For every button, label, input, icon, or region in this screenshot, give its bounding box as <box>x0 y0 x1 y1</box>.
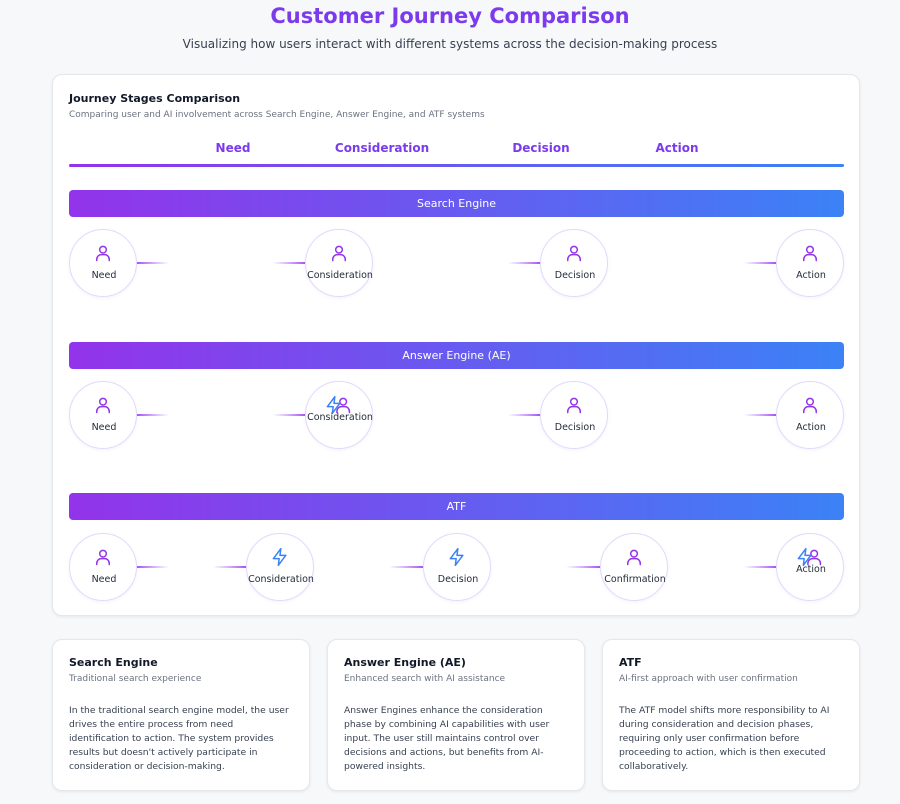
connector <box>508 414 540 416</box>
connector <box>137 262 169 264</box>
info-card-search-engine: Search Engine Traditional search experie… <box>52 639 310 791</box>
user-icon <box>800 395 820 415</box>
user-icon <box>93 395 113 415</box>
info-card-subtitle: Enhanced search with AI assistance <box>344 674 506 684</box>
user-icon <box>93 243 113 263</box>
journey-node: Action <box>776 381 844 449</box>
user-icon <box>800 243 820 263</box>
journey-node: Confirmation <box>600 533 668 601</box>
node-label: Confirmation <box>604 574 666 585</box>
node-label: Decision <box>554 422 596 433</box>
journey-node: Decision <box>540 229 608 297</box>
info-card-subtitle: AI-first approach with user confirmation <box>619 674 798 684</box>
info-card-body: Answer Engines enhance the consideration… <box>344 705 550 772</box>
connector <box>508 262 540 264</box>
info-card-answer-engine: Answer Engine (AE) Enhanced search with … <box>327 639 585 791</box>
journey-node: Decision <box>540 381 608 449</box>
user-icon <box>329 243 349 263</box>
stage-header-underline <box>69 164 844 167</box>
connector <box>744 566 776 568</box>
node-label: Consideration <box>307 412 373 423</box>
connector <box>213 566 246 568</box>
journey-node: Need <box>69 229 137 297</box>
journey-node: Need <box>69 381 137 449</box>
node-label: Consideration <box>307 270 373 281</box>
user-icon <box>564 395 584 415</box>
node-label: Action <box>796 564 826 575</box>
connector <box>566 566 600 568</box>
journey-node: Consideration <box>305 229 373 297</box>
node-label: Decision <box>554 270 596 281</box>
node-label: Decision <box>437 574 479 585</box>
user-icon <box>564 243 584 263</box>
node-label: Need <box>91 422 117 433</box>
card-title: Journey Stages Comparison <box>69 92 241 105</box>
user-icon <box>624 547 644 567</box>
user-icon <box>93 547 113 567</box>
journey-comparison-card: Journey Stages Comparison Comparing user… <box>52 74 860 616</box>
info-card-subtitle: Traditional search experience <box>69 674 202 684</box>
stage-header-consideration: Consideration <box>334 141 430 155</box>
journey-node: Consideration <box>305 381 373 449</box>
info-card-title: ATF <box>619 656 642 669</box>
stage-header-decision: Decision <box>512 141 570 155</box>
connector <box>273 414 305 416</box>
node-label: Need <box>91 270 117 281</box>
info-card-title: Search Engine <box>69 656 158 669</box>
card-subtitle: Comparing user and AI involvement across… <box>69 110 485 120</box>
stage-header-action: Action <box>655 141 699 155</box>
journey-node: Action <box>776 533 844 601</box>
page-title: Customer Journey Comparison <box>270 4 630 28</box>
journey-node: Consideration <box>246 533 314 601</box>
row-band-answer-engine: Answer Engine (AE) <box>69 342 844 369</box>
journey-node: Decision <box>423 533 491 601</box>
node-label: Need <box>91 574 117 585</box>
bolt-user-icon <box>795 547 825 567</box>
connector <box>273 262 305 264</box>
row-band-search-engine: Search Engine <box>69 190 844 217</box>
connector <box>744 414 776 416</box>
journey-node: Need <box>69 533 137 601</box>
info-card-body: In the traditional search engine model, … <box>69 705 289 772</box>
page-subtitle: Visualizing how users interact with diff… <box>182 37 718 51</box>
journey-node: Action <box>776 229 844 297</box>
node-label: Action <box>796 270 826 281</box>
row-band-atf: ATF <box>69 493 844 520</box>
stage-header-need: Need <box>215 141 251 155</box>
node-label: Consideration <box>248 574 314 585</box>
info-card-body: The ATF model shifts more responsibility… <box>619 705 830 772</box>
info-card-atf: ATF AI-first approach with user confirma… <box>602 639 860 791</box>
node-label: Action <box>796 422 826 433</box>
bolt-icon <box>447 547 467 567</box>
bolt-icon <box>270 547 290 567</box>
connector <box>744 262 776 264</box>
bolt-user-icon <box>324 395 354 415</box>
connector <box>137 566 169 568</box>
connector <box>389 566 423 568</box>
info-card-title: Answer Engine (AE) <box>344 656 466 669</box>
connector <box>137 414 169 416</box>
